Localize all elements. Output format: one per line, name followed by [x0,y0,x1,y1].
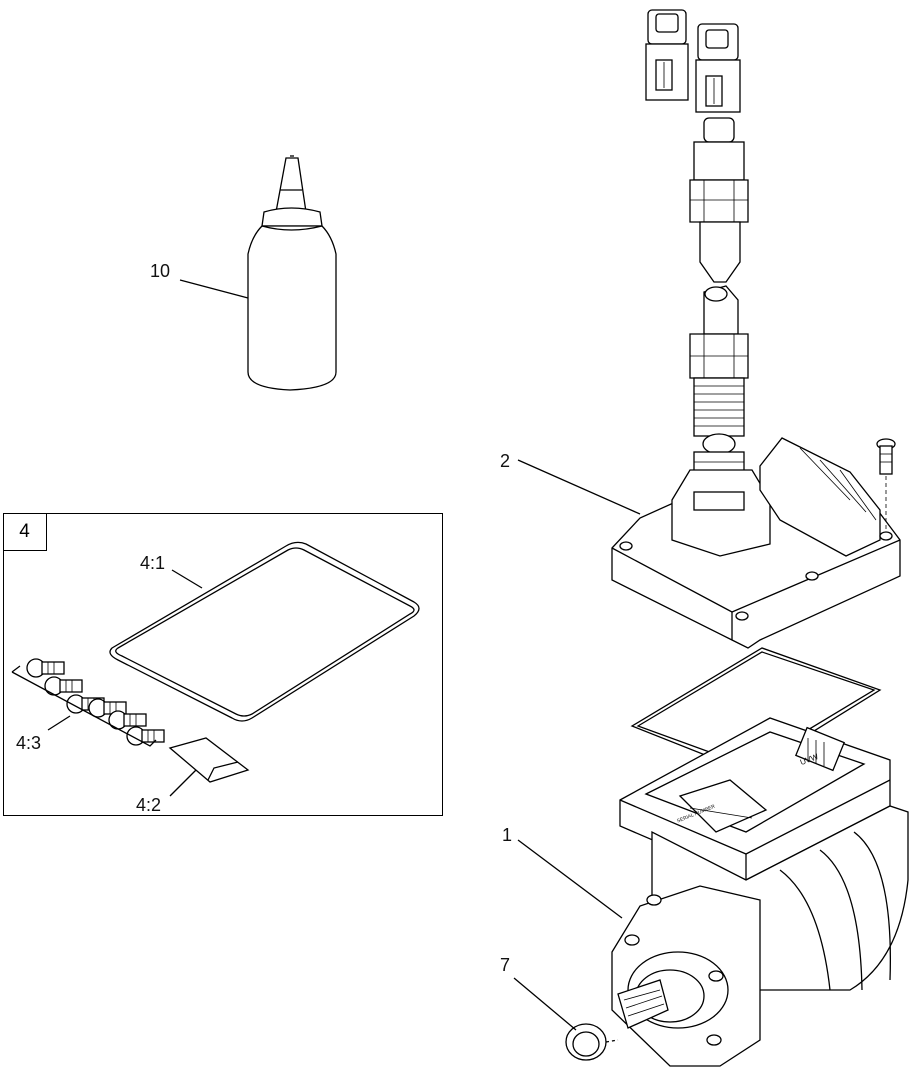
sensor-lower [689,285,749,499]
callout-4-2: 4:2 [136,795,162,815]
cover-screw [876,438,896,530]
callout-7: 7 [500,955,511,975]
callout-4-1: 4:1 [140,553,166,573]
connector-plug-right [695,23,741,113]
callout-1: 1 [502,825,513,845]
pump-body-part [611,717,909,1067]
top-cover-part [611,437,901,649]
leader-line-4-2 [169,769,197,797]
callout-10: 10 [150,261,171,281]
leader-line-1 [517,839,623,919]
sensor-upper [689,117,749,283]
kit-gasket-part [109,541,420,722]
shaft-seal-part [565,1023,619,1061]
bottle-part [247,155,337,391]
leader-line-4-1 [171,569,203,589]
leader-line-10 [179,279,249,299]
leader-line-2 [517,459,641,515]
screw-bracket-line [11,665,157,747]
kit-label-part [168,737,250,783]
callout-4-3: 4:3 [16,733,42,753]
connector-plug-left [645,9,689,101]
callout-2: 2 [500,451,511,471]
kit-box [3,513,443,816]
leader-line-7 [513,977,577,1031]
kit-callout-tag: 4 [3,513,47,551]
leader-line-4-3 [47,715,71,731]
